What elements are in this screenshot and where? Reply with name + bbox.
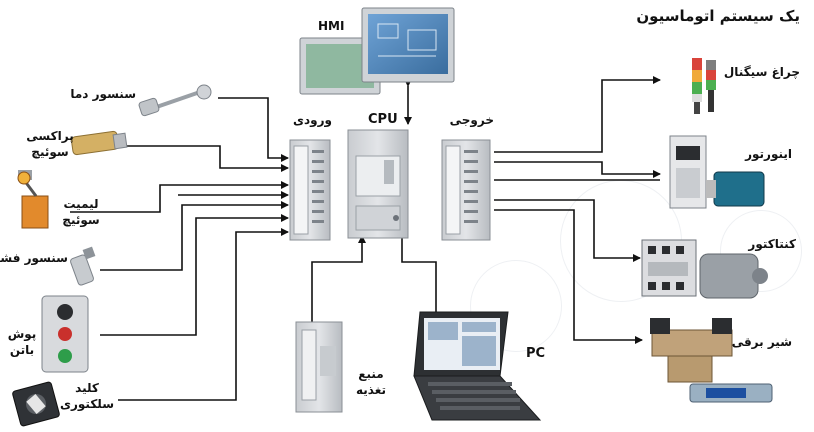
push-button-icon	[41, 295, 89, 373]
hmi-label: HMI	[318, 19, 345, 33]
power-supply-label: منبع تغذیه	[346, 366, 396, 398]
wire-pressure-sensor	[100, 201, 289, 271]
wire-contactor	[494, 199, 641, 262]
pc-wire	[398, 225, 437, 312]
wire-temp-sensor	[218, 97, 289, 162]
wire-limit-switch-a	[70, 181, 289, 213]
output-label-signal-lamp: چراغ سیگنال	[723, 65, 800, 79]
input-label-proximity-switch: پراکسی سوئیچ	[26, 128, 74, 160]
output-label-solenoid-valve: شیر برقی	[731, 335, 792, 349]
power-supply-wire	[311, 235, 366, 322]
input-module	[289, 139, 331, 241]
input-label-line: لیمیت	[63, 197, 99, 211]
signal-lamp-icon	[692, 58, 716, 114]
wire-proximity-switch	[126, 145, 289, 172]
input-label-line: کلید	[75, 381, 99, 395]
input-label-selector-switch: کلید سلکتوری	[58, 380, 116, 412]
input-label-push-button: پوش باتن	[4, 326, 40, 358]
output-module	[441, 139, 491, 241]
input-label-line: سلکتوری	[59, 397, 114, 411]
inverter-icon	[669, 135, 765, 209]
input-label-pressure-sensor: سنسور فشار	[0, 251, 68, 265]
pressure-sensor-icon	[70, 246, 96, 286]
cpu-label: CPU	[368, 112, 398, 127]
hmi-panels	[299, 7, 455, 95]
power-supply-label-line2: تغذیه	[356, 383, 386, 397]
diagram-title: یک سیستم اتوماسیون	[636, 7, 800, 25]
proximity-switch-icon	[70, 130, 128, 156]
pc-laptop	[413, 311, 542, 421]
input-label-line: سوئیچ	[62, 213, 100, 227]
selector-switch-icon	[12, 381, 60, 427]
wire-signal-lamp	[494, 76, 661, 153]
input-module-label: ورودی	[293, 113, 332, 127]
wire-inverter	[494, 161, 661, 178]
output-label-inverter: اینورتور	[745, 147, 792, 161]
contactor-icon	[641, 239, 768, 299]
input-label-line: پوش	[7, 327, 37, 341]
background-decoration	[720, 210, 802, 292]
output-module-label: خروجی	[449, 113, 494, 127]
input-label-temp-sensor: سنسور دما	[70, 87, 136, 101]
output-wires	[494, 76, 661, 344]
power-supply-unit	[295, 321, 343, 413]
output-label-contactor: کنتاکتور	[748, 237, 796, 251]
power-supply-label-line1: منبع	[358, 367, 384, 381]
input-wires	[70, 97, 289, 401]
input-label-line: پراکسی	[26, 129, 74, 143]
pc-label: PC	[526, 346, 546, 361]
temp-sensor-icon	[138, 84, 212, 117]
wire-selector-switch	[118, 228, 289, 401]
input-label-limit-switch: لیمیت سوئیچ	[58, 196, 104, 228]
wire-solenoid-valve	[494, 209, 643, 344]
solenoid-valve-icon	[650, 318, 773, 403]
background-decoration	[470, 260, 562, 352]
cpu-module	[347, 129, 409, 239]
cpu-links	[311, 79, 437, 322]
input-label-line: سوئیچ	[31, 145, 69, 159]
limit-switch-icon	[17, 170, 49, 229]
input-label-line: باتن	[9, 343, 35, 357]
wire-push-button	[100, 214, 289, 336]
